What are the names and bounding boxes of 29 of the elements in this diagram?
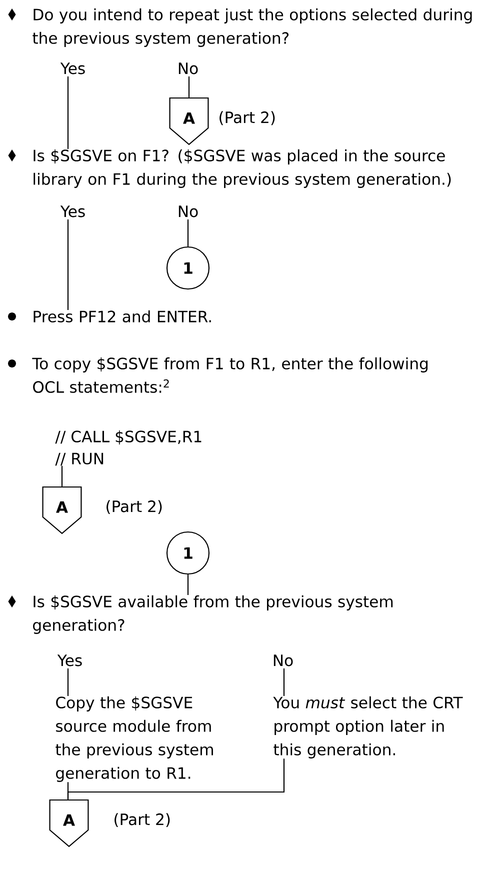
offpage-connector: A — [49, 799, 89, 848]
part-reference: (Part 2) — [106, 500, 162, 514]
connector-line — [188, 76, 190, 98]
connector-line — [187, 574, 189, 595]
branch-label: Yes — [60, 62, 85, 74]
offpage-connector: A — [42, 486, 82, 534]
instruction-text: Press PF12 and ENTER. — [34, 310, 211, 322]
connector-line — [61, 466, 63, 487]
branch-label: No — [178, 206, 198, 218]
part-reference: (Part 2) — [114, 813, 170, 828]
offpage-connector: A — [169, 97, 209, 146]
branch-label: No — [274, 654, 293, 666]
question-text: Is $SGSVE available from the previous system generation? — [33, 595, 393, 634]
connector-line — [67, 758, 285, 800]
connector-line — [67, 219, 69, 310]
connector-line — [67, 76, 69, 149]
part-reference: (Part 2) — [220, 111, 275, 126]
branch-label: Yes — [57, 654, 82, 666]
instruction-text: To copy $SGSVE from F1 to R1, enter the following OCL statements:$^{2}$ — [32, 357, 428, 393]
action-text: Copy the $SGSVE source module from the previous system generation to R1. — [56, 696, 213, 782]
branch-label: Yes — [60, 206, 85, 218]
branch-label: No — [178, 62, 198, 74]
question-text: Do you intend to repeat just the options selected during the previous system generation? — [32, 8, 472, 47]
connector-line — [187, 219, 189, 246]
connector-line — [283, 668, 285, 696]
code-text: // CALL $SGSVE,R1 // RUN — [55, 430, 202, 466]
connector-line — [67, 668, 69, 696]
question-text: Is $SGSVE on F1? ($SGSVE was placed in the source library on F1 during the previous system generation.) — [34, 149, 451, 188]
action-text: You must select the CRT prompt option later in this generation. — [273, 696, 463, 758]
